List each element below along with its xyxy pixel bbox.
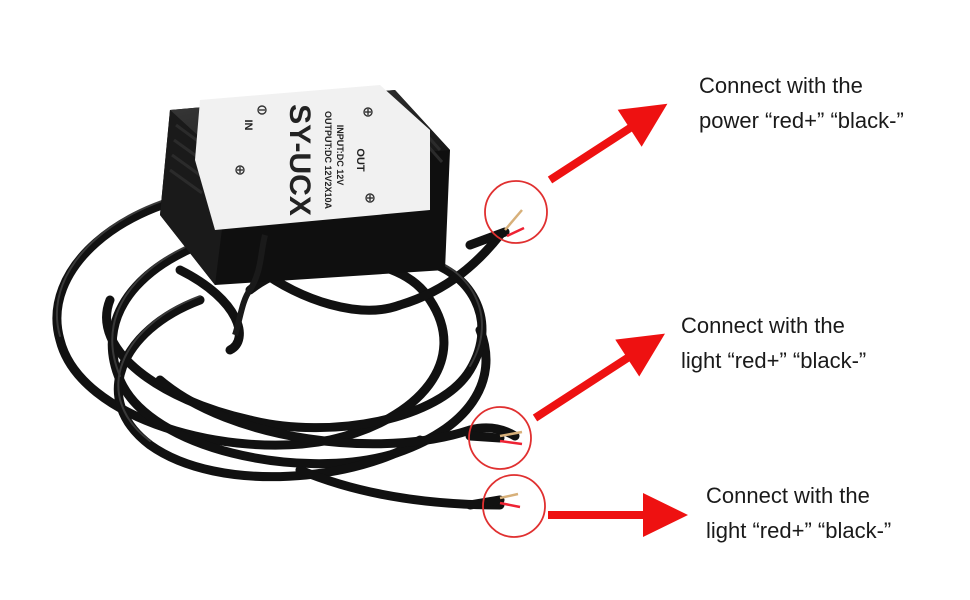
highlight-circles bbox=[468, 180, 548, 538]
callout-light-2: Connect with the light “red+” “black-” bbox=[706, 478, 891, 548]
cable-coils bbox=[52, 185, 520, 510]
arrow-light-2 bbox=[548, 493, 688, 537]
in-label: IN bbox=[242, 120, 254, 131]
callout-power-line1: Connect with the bbox=[699, 73, 863, 98]
callout-light-1-line1: Connect with the bbox=[681, 313, 845, 338]
callout-power: Connect with the power “red+” “black-” bbox=[699, 68, 904, 138]
light-wire-1-circle bbox=[468, 406, 532, 470]
arrow-power bbox=[547, 103, 668, 184]
power-wire-circle bbox=[484, 180, 548, 244]
input-spec: INPUT:DC 12V bbox=[335, 125, 345, 186]
callout-power-line2: power “red+” “black-” bbox=[699, 108, 904, 133]
out-label: OUT bbox=[354, 148, 366, 172]
callout-light-1-line2: light “red+” “black-” bbox=[681, 348, 867, 373]
callout-light-2-line2: light “red+” “black-” bbox=[706, 518, 892, 543]
arrows bbox=[532, 103, 688, 537]
model-label: SY-UCX bbox=[283, 104, 316, 216]
controller-box: SY-UCX INPUT:DC 12V OUTPUT:DC 12V2X10A O… bbox=[160, 85, 450, 336]
callout-light-1: Connect with the light “red+” “black-” bbox=[681, 308, 866, 378]
light-wire-2-circle bbox=[482, 474, 546, 538]
terminal-symbols bbox=[235, 105, 375, 203]
wire-ends bbox=[465, 209, 525, 510]
arrow-light-1 bbox=[532, 333, 665, 422]
output-spec: OUTPUT:DC 12V2X10A bbox=[323, 111, 333, 210]
callout-light-2-line1: Connect with the bbox=[706, 483, 870, 508]
